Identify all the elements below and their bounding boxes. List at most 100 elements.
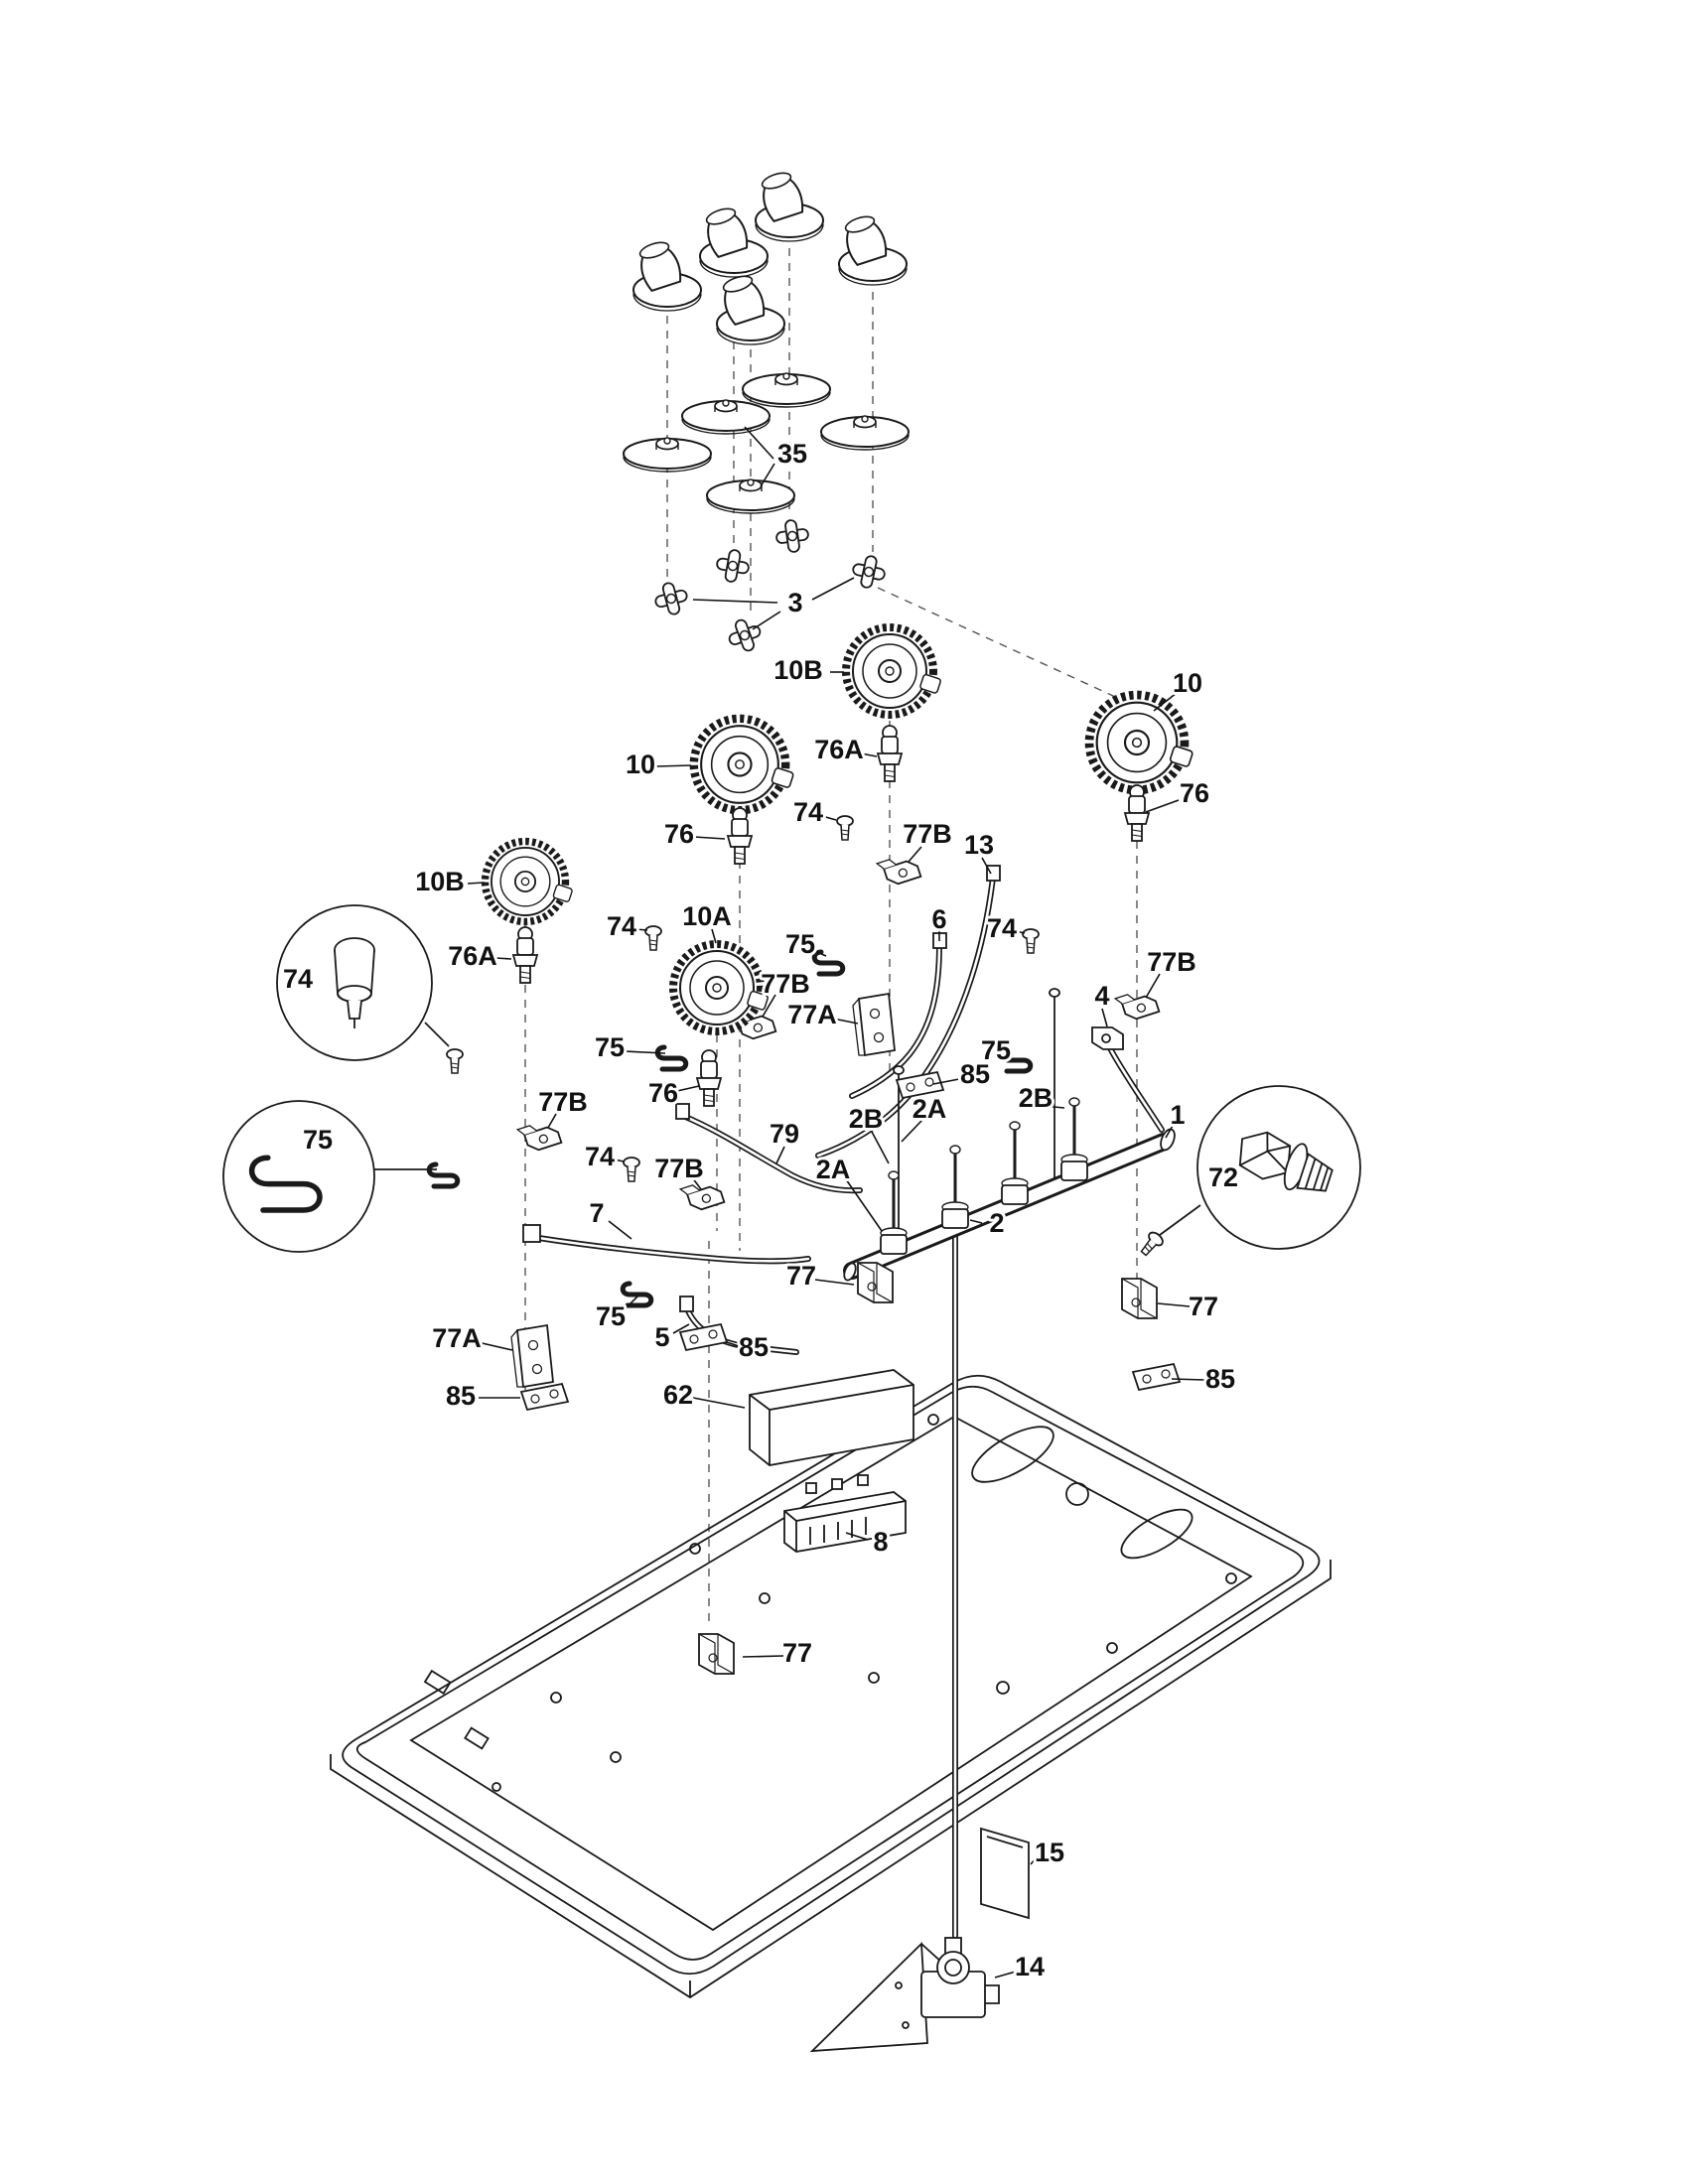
part-callout-75: 75 xyxy=(785,929,815,959)
leader-line xyxy=(676,1085,700,1092)
leader-line xyxy=(969,1219,983,1224)
spark-module-62 xyxy=(749,1369,914,1466)
burner-head-10b xyxy=(486,842,573,922)
leader-line xyxy=(692,599,778,604)
leader-line xyxy=(672,1323,690,1334)
burner-cap xyxy=(623,437,712,473)
screw-74 xyxy=(644,925,662,951)
leader-line xyxy=(634,928,648,931)
part-callout-2A: 2A xyxy=(912,1094,947,1124)
orifice-holder-76a xyxy=(512,926,538,984)
burner-head-10 xyxy=(1089,695,1193,790)
part-callout-76A: 76A xyxy=(448,941,497,971)
part-callout-14: 14 xyxy=(1015,1952,1045,1981)
part-callout-75: 75 xyxy=(595,1032,625,1062)
leader-line xyxy=(742,1655,784,1658)
leader-line xyxy=(1165,1125,1174,1139)
bracket-77b xyxy=(516,1117,563,1156)
part-callout-35: 35 xyxy=(777,439,807,469)
part-callout-74: 74 xyxy=(793,797,823,827)
part-callout-7: 7 xyxy=(589,1198,604,1228)
part-callout-3: 3 xyxy=(787,588,802,617)
part-callout-85: 85 xyxy=(1205,1364,1235,1394)
leader-line xyxy=(814,1279,855,1286)
bracket-77b xyxy=(876,851,922,889)
bracket-77 xyxy=(698,1633,735,1675)
leader-line xyxy=(692,1397,746,1409)
burner-cap xyxy=(742,372,831,408)
cap-retainer xyxy=(713,546,753,586)
screw-74 xyxy=(623,1157,640,1182)
leader-line xyxy=(994,1971,1017,1979)
part-callout-74: 74 xyxy=(283,964,313,994)
screw-74 xyxy=(1022,928,1040,954)
burner-valve xyxy=(940,1144,970,1230)
bracket-4 xyxy=(1091,1026,1124,1050)
leader-line xyxy=(1145,973,1161,999)
part-callout-85: 85 xyxy=(960,1059,990,1089)
leader-line xyxy=(860,752,878,757)
leader-line xyxy=(1157,1302,1191,1307)
leader-line xyxy=(1153,692,1178,712)
leader-line xyxy=(1101,1008,1108,1027)
part-callout-75: 75 xyxy=(981,1035,1011,1065)
part-callout-74: 74 xyxy=(607,911,636,941)
leader-line xyxy=(608,1220,632,1240)
part-callout-75: 75 xyxy=(303,1125,333,1155)
plate-85 xyxy=(1132,1363,1181,1391)
leader-line xyxy=(832,1018,859,1024)
brackets-and-plates xyxy=(510,851,1181,1675)
leader-line xyxy=(477,1341,513,1351)
part-callout-77B: 77B xyxy=(1147,947,1196,977)
part-callout-76: 76 xyxy=(1180,778,1209,808)
part-callout-15: 15 xyxy=(1035,1838,1064,1867)
part-callout-2: 2 xyxy=(989,1208,1004,1238)
leader-line xyxy=(760,463,775,487)
leader-line xyxy=(821,815,837,821)
leader-line xyxy=(1015,930,1026,934)
part-callout-79: 79 xyxy=(770,1119,799,1149)
leader-line xyxy=(691,1176,702,1190)
bracket-plate-15 xyxy=(980,1827,1030,1920)
leader-line xyxy=(726,1341,740,1347)
part-callout-6: 6 xyxy=(931,904,946,934)
leader-line xyxy=(1145,799,1180,813)
leader-line xyxy=(622,1296,638,1312)
leader-line xyxy=(811,577,855,601)
control-knobs xyxy=(632,168,908,345)
burner-valve xyxy=(1059,1096,1089,1182)
burner-caps-35 xyxy=(623,372,910,514)
leader-line xyxy=(1006,1053,1014,1056)
leader-line xyxy=(932,1078,960,1085)
part-callout-85: 85 xyxy=(446,1381,476,1411)
part-callout-13: 13 xyxy=(964,830,994,860)
leader-line xyxy=(811,949,827,957)
detail-insets xyxy=(222,904,1361,1253)
cap-retainers-3 xyxy=(650,517,889,657)
burner-cap xyxy=(681,399,771,435)
burner-head-10b xyxy=(846,627,941,715)
leader-line xyxy=(547,1113,557,1129)
leader-line xyxy=(624,1050,666,1054)
plate-85 xyxy=(520,1383,569,1411)
part-callout-76: 76 xyxy=(664,819,694,849)
part-callout-5: 5 xyxy=(654,1322,669,1352)
cap-retainer xyxy=(773,517,811,555)
cap-retainer xyxy=(650,578,692,619)
leader-line xyxy=(467,882,486,885)
part-callout-77B: 77B xyxy=(654,1154,704,1183)
leader-line xyxy=(614,1159,625,1162)
pressure-regulator-14 xyxy=(920,1937,1000,2018)
part-callout-10: 10 xyxy=(626,750,655,779)
part-callout-8: 8 xyxy=(873,1527,888,1557)
part-callout-77A: 77A xyxy=(432,1323,482,1353)
leader-line xyxy=(744,426,774,460)
leader-line xyxy=(1030,1856,1038,1865)
part-callout-77: 77 xyxy=(1189,1292,1218,1321)
part-callout-77: 77 xyxy=(782,1638,812,1668)
leader-line xyxy=(908,846,922,863)
part-callout-74: 74 xyxy=(987,913,1017,943)
